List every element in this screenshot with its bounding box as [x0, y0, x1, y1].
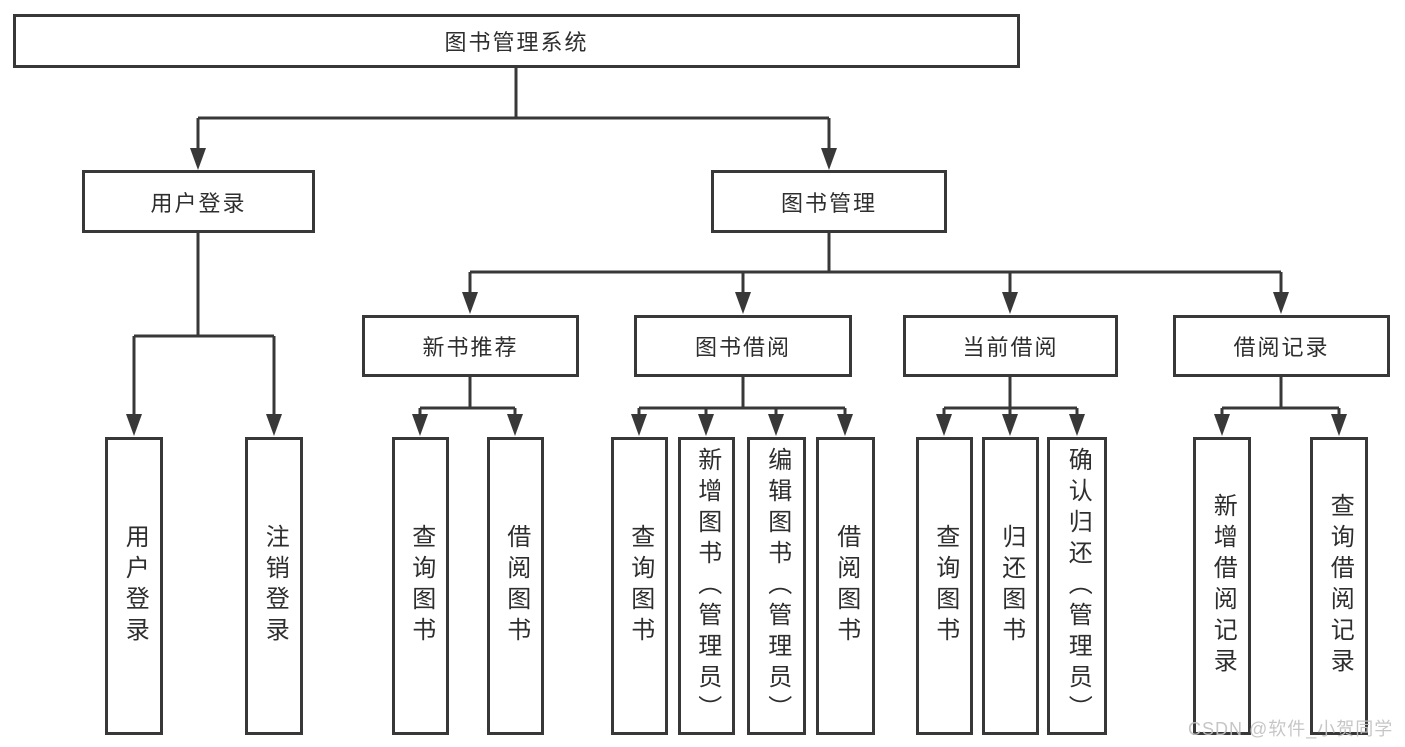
node-library-system: 图书管理系统 [13, 14, 1020, 68]
leaf-current-query-books: 查询图书 [916, 437, 973, 735]
node-book-management: 图书管理 [711, 170, 947, 233]
node-book-borrowing: 图书借阅 [634, 315, 852, 377]
node-new-book-recommend: 新书推荐 [362, 315, 579, 377]
leaf-borrow-query-books: 查询图书 [611, 437, 668, 735]
leaf-user-login: 用户登录 [105, 437, 163, 735]
node-current-borrowing: 当前借阅 [903, 315, 1118, 377]
leaf-borrow-add-books-admin: 新增图书（管理员） [678, 437, 735, 735]
leaf-rec-query-books: 查询图书 [392, 437, 449, 735]
leaf-rec-borrow-books: 借阅图书 [487, 437, 544, 735]
arrowheads [126, 148, 1347, 436]
leaf-logout: 注销登录 [245, 437, 303, 735]
node-borrowing-records: 借阅记录 [1173, 315, 1390, 377]
leaf-current-return-books: 归还图书 [982, 437, 1039, 735]
watermark: CSDN @软件_小贺同学 [1188, 719, 1394, 739]
leaf-borrow-borrow-books: 借阅图书 [816, 437, 875, 735]
leaf-current-confirm-return-admin: 确认归还（管理员） [1047, 437, 1107, 735]
leaf-records-query-record: 查询借阅记录 [1310, 437, 1368, 735]
leaf-records-add-record: 新增借阅记录 [1193, 437, 1251, 735]
node-user-login: 用户登录 [82, 170, 315, 233]
leaf-borrow-edit-books-admin: 编辑图书（管理员） [747, 437, 806, 735]
